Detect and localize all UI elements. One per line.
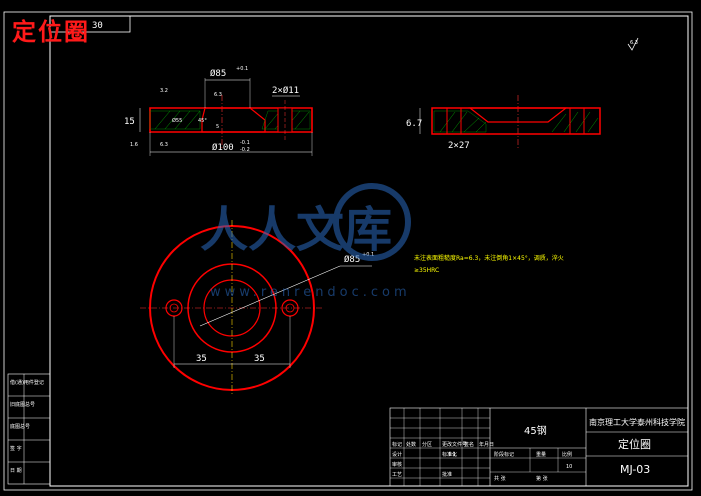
tb-row-label-0: 设计	[392, 451, 402, 458]
front-view: Ø85 +0.1 2×Ø11 15 Ø100 -0.1 -0.2 3.2 6.3…	[124, 66, 313, 156]
tb-row-label-1: 标准化	[442, 451, 457, 458]
top-left-box-label: 30	[92, 21, 103, 31]
tb-left-label-5: 年月日	[479, 441, 494, 448]
tb-left-label-3: 更改文件号	[442, 441, 467, 448]
tb-left-label-2: 分区	[422, 441, 432, 448]
front-dim-top: Ø85	[210, 68, 226, 79]
tb-school: 南京理工大学泰州科技学院	[589, 417, 685, 427]
left-strip: 借(通)用件登记 旧底图总号 底图总号 签 字 日 期	[7, 373, 51, 485]
front-dim-bottom: Ø100	[212, 142, 234, 153]
front-dim-holes: 2×Ø11	[272, 85, 299, 96]
front-rough-a: 3.2	[160, 88, 168, 94]
tb-part-name: 定位圈	[618, 437, 651, 451]
watermark: 人人文库 www.renrendoc.com	[200, 183, 411, 300]
top-left-box	[49, 15, 131, 33]
side-bore	[468, 107, 568, 123]
side-hole-left	[446, 107, 462, 135]
front-rough-d: 6.3	[160, 142, 168, 148]
side-view: 6.7 2×27	[406, 95, 601, 151]
front-dim-height: 15	[124, 117, 135, 127]
tb-mid-label-1: 重量	[536, 451, 546, 458]
front-dim-bottom-tol2: -0.2	[240, 147, 250, 153]
front-inner-a: Ø55	[172, 117, 182, 124]
front-hatch-left	[149, 110, 201, 130]
note-line-2: ≥35HRC	[414, 267, 439, 274]
tb-drawing-no: MJ-03	[620, 463, 650, 476]
tb-row-label-2: 审核	[392, 461, 402, 468]
front-inner-b: 45°	[198, 118, 207, 124]
side-outline	[431, 107, 601, 135]
strip-label-2: 底图总号	[10, 423, 30, 430]
front-inner-c: 5	[216, 124, 219, 130]
roughness-symbol-icon: 6.3	[627, 37, 639, 51]
front-hatch-lines-left	[154, 110, 201, 130]
tb-mid-label-2: 比例	[562, 451, 572, 458]
front-bore	[201, 107, 266, 133]
top-dim-left: 35	[196, 354, 207, 364]
tb-mid-label-3: 共 张	[494, 475, 506, 482]
tb-row-label-4: 批准	[442, 471, 452, 478]
side-hatch-left	[433, 110, 487, 133]
watermark-logo-text: 人人文库	[200, 202, 392, 258]
top-dim-diameter: Ø85	[344, 254, 360, 265]
strip-label-0: 借(通)用件登记	[10, 379, 44, 386]
tb-left-label-4: 签名	[464, 441, 474, 448]
tb-left-label-0: 标记	[392, 441, 402, 448]
watermark-url: www.renrendoc.com	[210, 285, 411, 300]
overlay-title: 定位圈	[12, 18, 90, 46]
strip-label-3: 签 字	[10, 445, 22, 452]
top-view: Ø85 +0.1 35 35	[140, 220, 374, 396]
tb-left-label-1: 处数	[406, 441, 416, 448]
roughness-mark: 6.3	[630, 40, 638, 46]
side-dim-bottom: 2×27	[448, 141, 470, 151]
side-dim-height: 6.7	[406, 119, 422, 129]
front-dim-top-tol: +0.1	[236, 66, 248, 72]
front-dim-bottom-tol: -0.1	[240, 140, 250, 146]
watermark-logo-icon	[333, 183, 411, 261]
tb-row-label-3: 工艺	[392, 472, 402, 478]
strip-label-1: 旧底图总号	[10, 401, 35, 408]
strip-label-4: 日 期	[10, 468, 22, 474]
tb-scale-value: 1:1	[448, 452, 456, 458]
tb-mid-label-4: 第 张	[536, 475, 548, 482]
title-block	[389, 407, 689, 487]
top-dim-right: 35	[254, 354, 265, 364]
inner-frame	[49, 15, 689, 487]
front-rough-b: 6.3	[214, 92, 222, 98]
note-line-1: 未注表面粗糙度Ra=6.3，未注倒角1×45°，调质，淬火	[414, 254, 564, 262]
tb-material: 45钢	[524, 424, 547, 437]
front-rough-c: 1.6	[130, 142, 138, 148]
tb-sheet-value: 10	[566, 464, 572, 470]
tb-mid-label-0: 阶段标记	[494, 451, 514, 458]
outer-frame	[3, 11, 693, 491]
front-hatch-right	[261, 110, 311, 130]
side-hole-right	[569, 107, 585, 135]
